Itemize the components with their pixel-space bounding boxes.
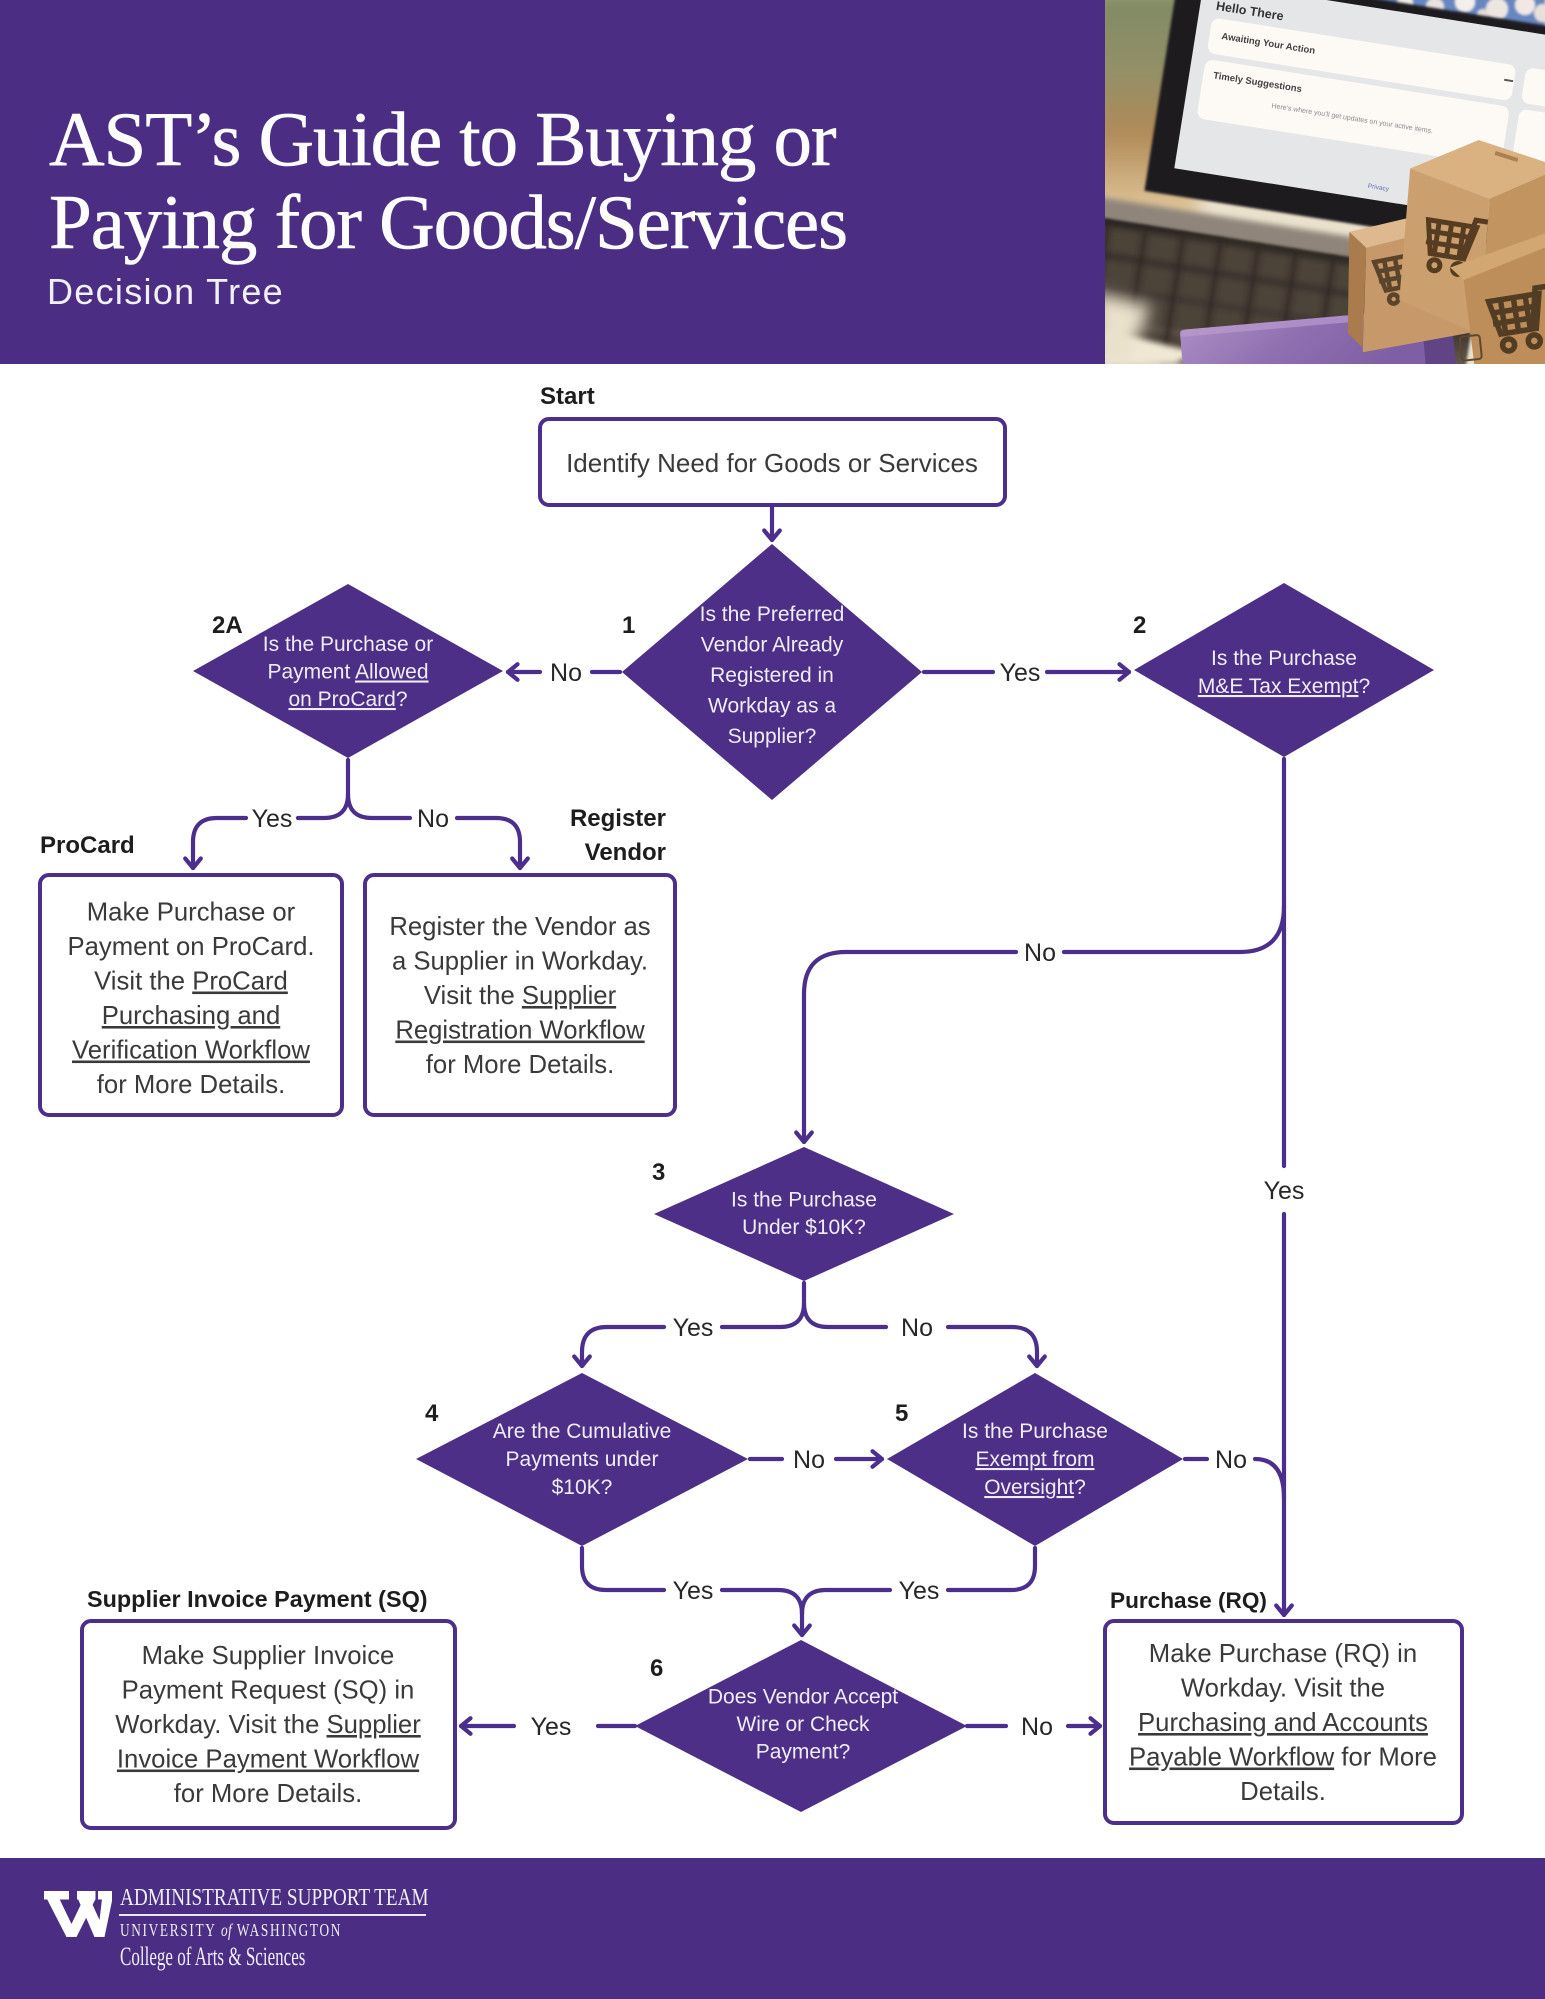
svg-text:Payment Allowed: Payment Allowed [267, 661, 428, 684]
svg-text:1: 1 [622, 612, 635, 639]
svg-text:M&E Tax Exempt?: M&E Tax Exempt? [1198, 675, 1370, 698]
svg-text:Make Purchase (RQ) in: Make Purchase (RQ) in [1149, 1640, 1417, 1668]
svg-text:Purchase (RQ): Purchase (RQ) [1110, 1588, 1267, 1613]
svg-text:Are the Cumulative: Are the Cumulative [493, 1420, 672, 1443]
svg-text:No: No [793, 1446, 825, 1474]
svg-text:Vendor Already: Vendor Already [701, 634, 844, 657]
svg-text:a Supplier in Workday.: a Supplier in Workday. [392, 948, 648, 976]
svg-text:for More Details.: for More Details. [97, 1071, 285, 1099]
svg-text:Payments under: Payments under [506, 1448, 659, 1471]
svg-text:No: No [1024, 939, 1056, 967]
svg-text:Make Supplier Invoice: Make Supplier Invoice [142, 1642, 395, 1670]
svg-text:Workday. Visit the: Workday. Visit the [1181, 1675, 1385, 1703]
svg-text:Exempt from: Exempt from [975, 1448, 1094, 1471]
svg-text:$10K?: $10K? [552, 1476, 613, 1499]
svg-text:Under $10K?: Under $10K? [742, 1216, 866, 1239]
svg-text:Start: Start [540, 383, 595, 410]
svg-text:2: 2 [1133, 612, 1146, 639]
svg-text:Register: Register [570, 805, 666, 832]
svg-text:No: No [901, 1314, 933, 1342]
svg-text:2A: 2A [212, 612, 243, 639]
svg-text:Visit the Supplier: Visit the Supplier [424, 982, 617, 1010]
svg-text:Payable Workflow for More: Payable Workflow for More [1129, 1744, 1437, 1772]
svg-text:Invoice Payment Workflow: Invoice Payment Workflow [117, 1746, 420, 1774]
svg-text:Workday. Visit the Supplier: Workday. Visit the Supplier [115, 1711, 421, 1739]
svg-text:Details.: Details. [1240, 1778, 1326, 1806]
svg-text:Payment Request (SQ) in: Payment Request (SQ) in [122, 1677, 415, 1705]
svg-text:on ProCard?: on ProCard? [288, 688, 407, 711]
svg-text:Registered in: Registered in [710, 664, 834, 687]
svg-text:Yes: Yes [1000, 659, 1041, 687]
svg-text:Yes: Yes [252, 805, 293, 833]
svg-text:Wire or Check: Wire or Check [736, 1713, 870, 1736]
svg-text:3: 3 [652, 1159, 665, 1186]
svg-text:Register the Vendor as: Register the Vendor as [389, 913, 650, 941]
svg-text:Supplier?: Supplier? [728, 725, 817, 748]
svg-text:for More Details.: for More Details. [174, 1780, 362, 1808]
svg-text:Registration Workflow: Registration Workflow [395, 1017, 645, 1045]
svg-text:6: 6 [650, 1655, 663, 1682]
svg-text:Oversight?: Oversight? [984, 1476, 1086, 1499]
svg-text:Identify Need for Goods or Ser: Identify Need for Goods or Services [566, 448, 978, 478]
svg-text:Is the Purchase or: Is the Purchase or [263, 633, 433, 656]
svg-text:No: No [417, 805, 449, 833]
svg-text:Privacy: Privacy [1367, 183, 1390, 193]
svg-text:Verification Workflow: Verification Workflow [72, 1037, 310, 1065]
svg-text:Make Purchase or: Make Purchase or [87, 899, 296, 927]
svg-text:Is the Purchase: Is the Purchase [731, 1189, 877, 1212]
svg-text:for More Details.: for More Details. [426, 1051, 614, 1079]
svg-text:5: 5 [895, 1400, 908, 1427]
svg-text:Yes: Yes [673, 1314, 714, 1342]
svg-text:Vendor: Vendor [585, 839, 666, 866]
svg-text:Is the Purchase: Is the Purchase [1211, 647, 1357, 670]
svg-text:Supplier Invoice Payment (SQ): Supplier Invoice Payment (SQ) [87, 1586, 428, 1612]
svg-text:No: No [1215, 1446, 1247, 1474]
svg-text:Payment?: Payment? [756, 1741, 851, 1764]
svg-text:No: No [550, 659, 582, 687]
svg-text:Does Vendor Accept: Does Vendor Accept [708, 1686, 898, 1709]
svg-text:Yes: Yes [673, 1577, 714, 1605]
svg-text:Workday as a: Workday as a [708, 695, 836, 718]
svg-text:Is the Purchase: Is the Purchase [962, 1420, 1108, 1443]
svg-text:Payment on ProCard.: Payment on ProCard. [67, 933, 314, 961]
svg-text:Yes: Yes [531, 1713, 572, 1741]
svg-text:Is the Preferred: Is the Preferred [700, 603, 845, 626]
svg-text:Purchasing and: Purchasing and [102, 1002, 281, 1030]
svg-text:Visit the ProCard: Visit the ProCard [94, 968, 288, 996]
svg-text:Yes: Yes [1264, 1177, 1305, 1205]
svg-text:4: 4 [425, 1400, 439, 1427]
svg-text:Purchasing and Accounts: Purchasing and Accounts [1138, 1709, 1428, 1737]
svg-text:Yes: Yes [899, 1577, 940, 1605]
svg-text:No: No [1021, 1713, 1053, 1741]
svg-text:ProCard: ProCard [40, 832, 135, 859]
